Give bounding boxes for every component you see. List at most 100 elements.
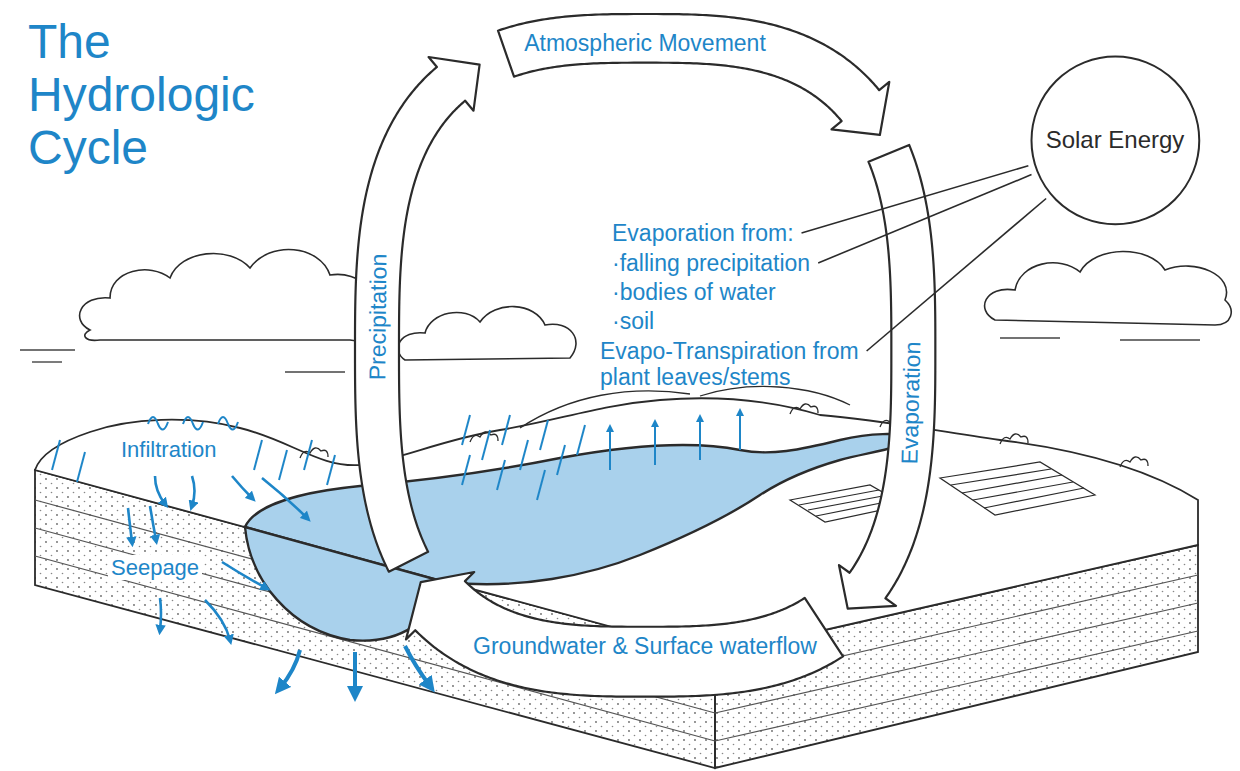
rain-streak [502,415,510,445]
evaporation-note: Evaporation from: [612,220,794,246]
hill-line [520,386,850,428]
farm-field [790,462,1095,522]
shrub [1000,434,1028,444]
evaporation-note: ·falling precipitation [612,250,810,276]
node-label: Precipitation [364,253,392,380]
seepage-arrow [222,562,266,588]
cycle-arrow: Evaporation [836,142,938,612]
seepage-arrow [205,600,230,640]
cloud [80,250,377,341]
rock-strata [35,500,1198,741]
node-text-group: Groundwater & Surface waterflow [473,633,817,659]
rain-streak [304,440,312,470]
cycle-arrow: Precipitation [352,54,483,575]
sun-circle: Solar Energy [1030,55,1201,226]
rain-streak [482,430,490,460]
infiltration-squiggle [148,417,168,430]
rain-streak [77,452,85,482]
ground-surface [35,398,1198,655]
diagram-title: The Hydrologic Cycle [28,16,278,174]
process-label: Seepage [108,555,202,580]
shrub [790,404,818,414]
shrub [1120,457,1148,467]
infiltration-arrow [232,476,252,498]
cycle-arrow-shape [839,145,935,609]
farm-field [940,462,1095,515]
haze-line [1000,337,1060,338]
infiltration-arrow [192,476,195,506]
cloud [985,251,1232,325]
farm-field [799,490,879,505]
lake [245,434,912,584]
node-label: Groundwater & Surface waterflow [473,633,817,659]
lake [245,434,912,584]
evaporation-note: ·soil [612,308,654,334]
seepage-arrow [150,506,156,540]
shrub [300,448,328,458]
haze-line [285,371,345,372]
farm-field [808,495,888,510]
evaporation-arrow [699,418,701,460]
rain-streak [540,420,548,450]
rain-streak [279,450,287,480]
evaporation-note: ·bodies of water [612,279,776,305]
cycle-arrow-shape [406,572,843,697]
rain-streak [462,415,470,445]
sun-ray [867,199,1046,351]
evaporation-arrow [609,428,611,470]
node-label: Evaporation [897,341,926,464]
seepage-arrow [280,650,300,688]
evaporation-note: Evapo-Transpiration from plant leaves/st… [600,338,880,391]
cloud [398,307,576,360]
shrub [470,432,498,442]
farm-field [962,475,1062,493]
seepage-arrow [353,652,357,694]
rain-streak [497,460,505,490]
cycle-arrow: Groundwater & Surface waterflow [403,569,846,700]
seepage-arrow [405,646,430,686]
farm-field [973,482,1073,500]
infiltration-squiggle [148,417,238,430]
farm-field [984,488,1084,508]
ground-block-face [35,470,1198,768]
seepage-arrow [160,598,161,630]
infiltration-arrow [155,476,307,518]
haze-line [32,361,62,362]
infiltration-squiggle [218,417,238,430]
evaporation-arrow [610,412,740,470]
farm-field [951,469,1051,485]
rain-streak [557,445,565,475]
cycle-arrow-outline [495,11,892,138]
cycle-arrow: Atmospheric Movement [495,11,892,138]
rain-streak [52,440,60,470]
hill-line [520,391,690,428]
node-text-group: Solar Energy [1046,126,1185,154]
infiltration-squiggle [183,417,203,430]
process-label: Infiltration [118,437,219,462]
cycle-arrow-shape [498,14,889,135]
node-text-group: Precipitation [364,253,392,380]
rain-streak [462,455,470,485]
cycle-arrow-shape [355,57,480,572]
sun-ray [818,175,1031,263]
evaporation-arrow [654,423,656,465]
rain-streak [520,440,528,470]
haze-line [20,349,75,350]
sun-circle-shape [1031,56,1199,224]
ground-surface [35,398,1198,655]
node-label: Atmospheric Movement [524,30,766,56]
node-text-group: Evaporation [897,341,926,464]
rain-streak [327,455,335,485]
node-label: Solar Energy [1046,126,1185,154]
rain-streak [254,440,262,470]
infiltration-arrow [262,478,307,518]
rain-streak [537,470,545,500]
rain-streak [52,415,585,500]
sun-ray [802,166,1029,233]
haze-line [1120,339,1200,340]
seepage-arrow [128,508,132,542]
rain-streak [577,425,585,455]
infiltration-arrow [155,476,165,504]
node-text-group: Atmospheric Movement [524,30,766,56]
